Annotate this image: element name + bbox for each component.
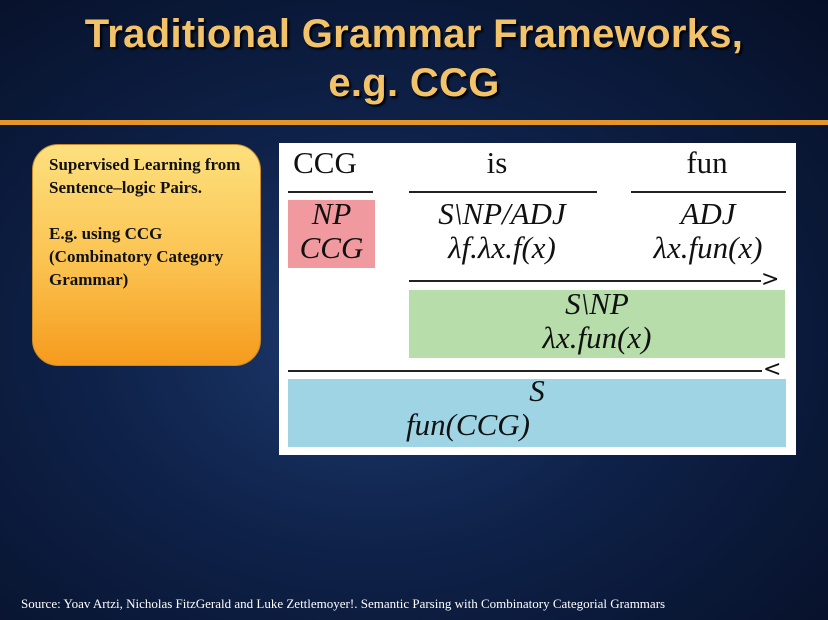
title-divider: [0, 120, 828, 125]
callout-box: Supervised Learning from Sentence–logic …: [32, 144, 261, 366]
ccg-derivation-panel: CCG is fun NP CCG S\NP/ADJ λf.λx.f(x) AD…: [279, 143, 796, 455]
word-fun: fun: [686, 145, 728, 180]
lexical-rule-is: [409, 191, 597, 193]
step2-box: [288, 379, 786, 447]
step1-category: S\NP: [565, 286, 629, 321]
backward-application-line: [288, 370, 762, 372]
slide-title: Traditional Grammar Frameworks, e.g. CCG: [0, 10, 828, 108]
word-ccg: CCG: [293, 145, 357, 180]
step2-category: S: [529, 373, 545, 408]
lexical-rule-ccg: [288, 191, 373, 193]
lex-category-fun: ADJ: [680, 196, 736, 231]
step1-semantics: λx.fun(x): [542, 320, 652, 355]
lex-semantics-ccg: CCG: [299, 230, 364, 265]
step1-box: [409, 290, 785, 358]
np-box: [288, 200, 375, 268]
slide-title-line2: e.g. CCG: [328, 61, 500, 105]
backward-application-symbol: <: [763, 357, 782, 382]
lexical-rule-fun: [631, 191, 786, 193]
source-citation: Source: Yoav Artzi, Nicholas FitzGerald …: [21, 596, 666, 611]
word-is: is: [486, 145, 508, 180]
step2-semantics: fun(CCG): [406, 407, 530, 442]
lex-category-ccg: NP: [311, 196, 352, 231]
slide-title-line1: Traditional Grammar Frameworks,: [84, 12, 744, 56]
callout-para-supervised: Supervised Learning from Sentence–logic …: [49, 155, 241, 197]
lex-semantics-is: λf.λx.f(x): [448, 230, 556, 265]
forward-application-line: [409, 280, 761, 282]
forward-application-symbol: >: [761, 267, 780, 292]
lex-category-is: S\NP/ADJ: [438, 196, 566, 231]
lex-semantics-fun: λx.fun(x): [653, 230, 763, 265]
callout-para-ccg: E.g. using CCG (Combinatory Category Gra…: [49, 224, 224, 289]
